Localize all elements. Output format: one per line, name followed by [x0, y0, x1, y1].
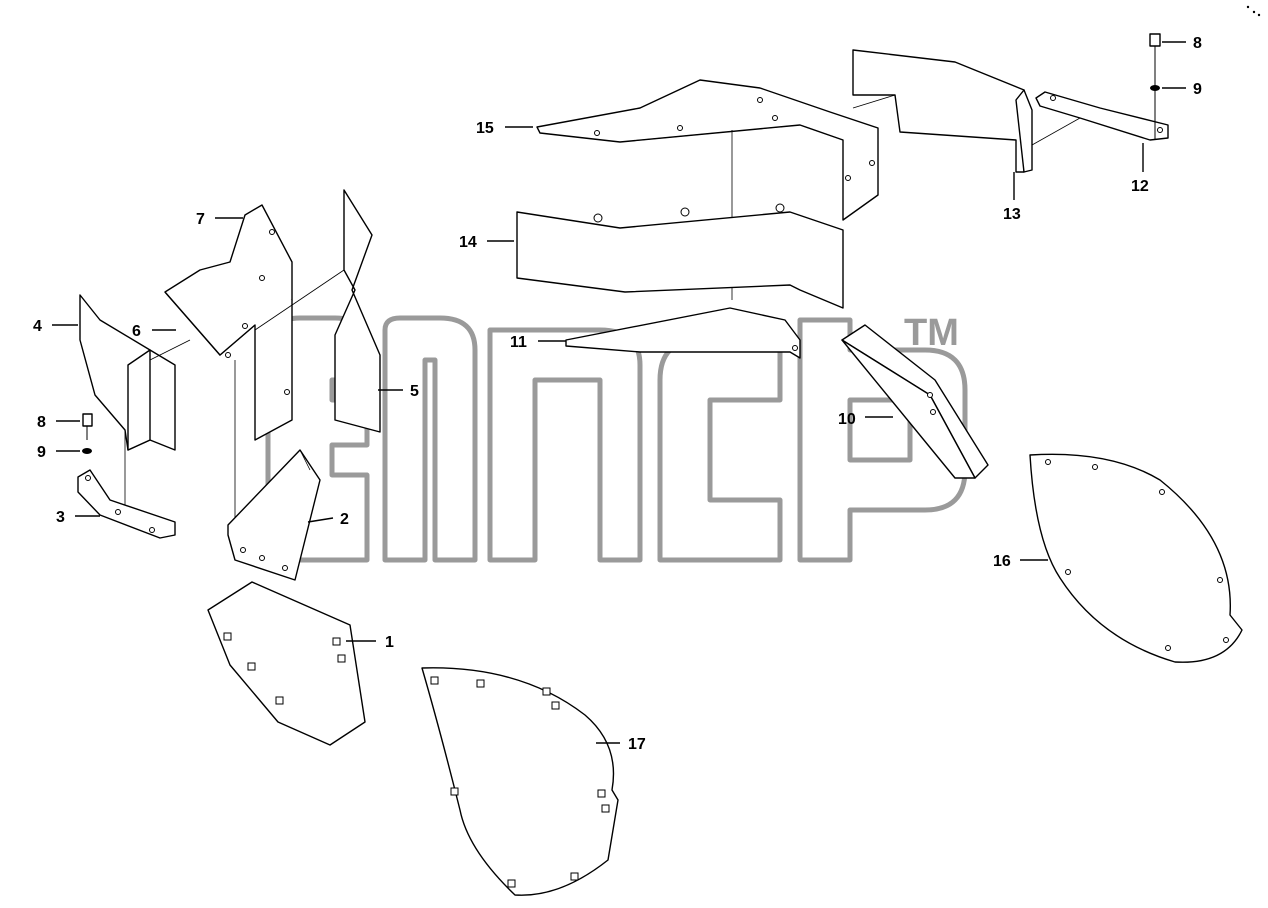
- callout-10: 10: [838, 411, 856, 428]
- callout-6: 6: [132, 323, 141, 340]
- callout-14: 14: [459, 234, 477, 251]
- bolt-8-right: [1149, 33, 1161, 70]
- part-14-panel: [516, 203, 844, 309]
- callouts: 1 2 3 4 5 6 7 8 9 8 9 10 11 12 13 14 15: [33, 35, 1202, 753]
- callout-13: 13: [1003, 206, 1021, 223]
- callout-5: 5: [410, 383, 419, 400]
- callout-3: 3: [56, 509, 65, 526]
- callout-11: 11: [510, 334, 527, 351]
- callout-8-right: 8: [1193, 35, 1202, 52]
- callout-16: 16: [993, 553, 1011, 570]
- callout-7: 7: [196, 211, 205, 228]
- part-1-cover: [207, 581, 366, 746]
- callout-17: 17: [628, 736, 646, 753]
- part-13-panel: [852, 49, 1081, 173]
- part-17-cover: [421, 667, 619, 896]
- part-11-strip: [565, 307, 801, 359]
- part-7-panel: [164, 204, 293, 441]
- part-6-panel: [234, 189, 381, 530]
- washer-9-left: [82, 448, 92, 454]
- part-10-bracket: [841, 324, 989, 479]
- callout-9-right: 9: [1193, 81, 1202, 98]
- corner-mark: [1246, 5, 1261, 17]
- part-4-panel: [79, 294, 191, 510]
- part-16-cover: [1029, 453, 1243, 663]
- callout-15: 15: [476, 120, 494, 137]
- callout-1: 1: [385, 634, 394, 651]
- callout-12: 12: [1131, 178, 1149, 195]
- callout-4: 4: [33, 318, 42, 335]
- bolt-8-left: [82, 413, 93, 440]
- callout-2: 2: [340, 511, 349, 528]
- washer-9-right: [1150, 85, 1160, 91]
- part-3-bracket: [77, 469, 176, 539]
- callout-9-left: 9: [37, 444, 46, 461]
- part-12-bracket: [1035, 40, 1169, 141]
- part-2-bracket: [227, 449, 321, 581]
- callout-8-left: 8: [37, 414, 46, 431]
- trademark-symbol: TM: [904, 312, 959, 354]
